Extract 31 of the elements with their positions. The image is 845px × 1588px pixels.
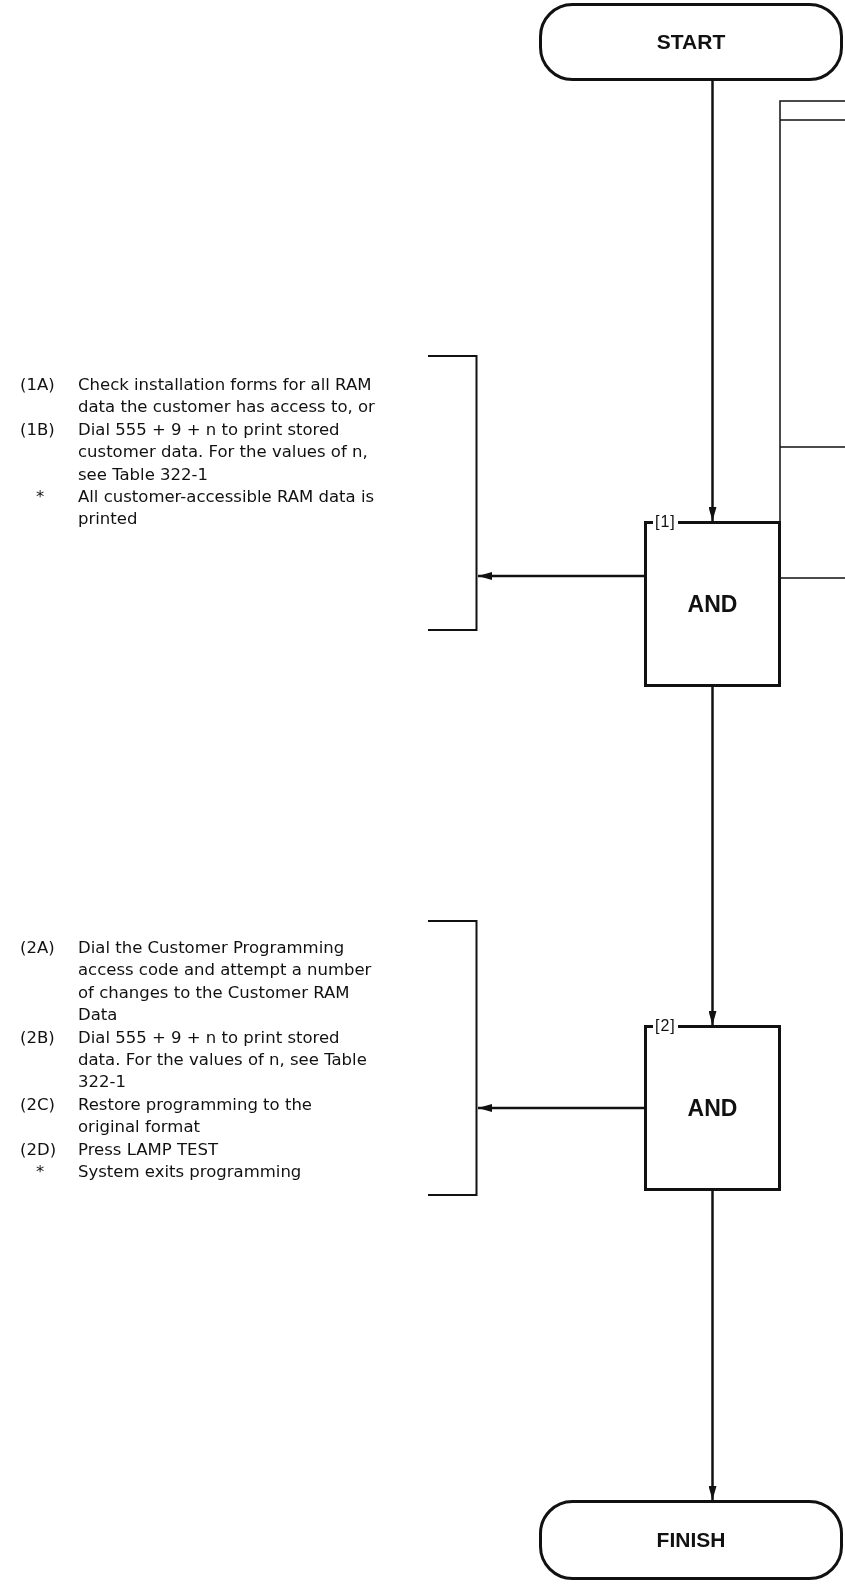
step-number: *: [35, 486, 46, 509]
bracketed-note: [20, 920, 478, 1196]
terminal-shape: [539, 3, 843, 81]
step-number: (2C): [20, 1093, 56, 1116]
step-number: (1B): [20, 418, 56, 441]
terminal-label: START: [656, 30, 726, 54]
step-text: Press LAMP TEST: [78, 1138, 220, 1161]
step-text: Restore programming to the original format: [78, 1093, 313, 1139]
arrow: [708, 1191, 717, 1500]
terminal-label: FINISH: [656, 1528, 726, 1552]
arrow: [478, 1104, 644, 1112]
arrow: [478, 572, 644, 580]
gate-label: AND: [687, 1094, 738, 1122]
step-text: Dial 555 + 9 + n to print stored data. For the values of n, see Table 322-1: [78, 1026, 368, 1094]
step-number: *: [35, 1161, 46, 1184]
arrow: [708, 687, 717, 1025]
step-text: All customer-accessible RAM data is printed: [78, 486, 376, 531]
step-text: Check installation forms for all RAM data the customer has access to, or: [78, 374, 376, 419]
step-text: Dial 555 + 9 + n to print stored customer data. For the values of n, see Table 322-1: [78, 418, 369, 486]
gate-label: AND: [687, 590, 738, 618]
step-number: (1A): [20, 374, 56, 396]
arrow: [708, 81, 717, 521]
step-number: (2D): [20, 1138, 58, 1161]
step-number: (2A): [20, 937, 56, 959]
step-number: [2]: [653, 1016, 678, 1036]
bracketed-note: [20, 355, 478, 631]
step-text: System exits programming: [78, 1161, 303, 1184]
step-number: (2B): [20, 1026, 56, 1049]
step-number: [1]: [653, 512, 678, 532]
terminal-shape: [539, 1500, 843, 1580]
step-text: Dial the Customer Programming access code and attempt a number of changes to the Customer RAM Data: [78, 937, 373, 1027]
